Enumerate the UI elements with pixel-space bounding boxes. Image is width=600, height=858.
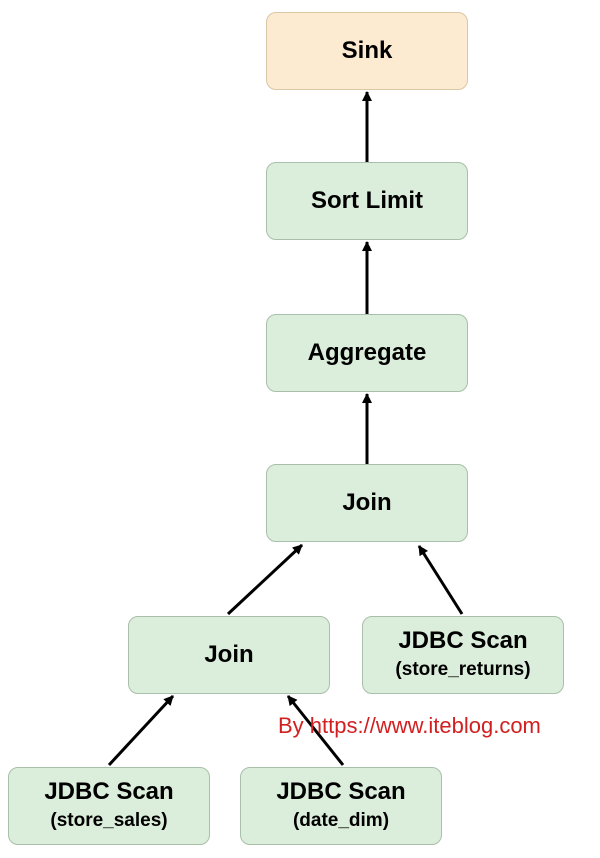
node-sink: Sink: [266, 12, 468, 90]
node-title: JDBC Scan: [398, 627, 528, 654]
node-join-left: Join: [128, 616, 330, 694]
node-jdbc-scan-store-returns: JDBC Scan (store_returns): [362, 616, 564, 694]
edge-scan-returns-to-join-top: [417, 545, 464, 615]
node-subtitle: (store_sales): [50, 810, 168, 831]
node-join-top: Join: [266, 464, 468, 542]
node-jdbc-scan-store-sales: JDBC Scan (store_sales): [8, 767, 210, 845]
node-aggregate: Aggregate: [266, 314, 468, 392]
node-title: Join: [204, 641, 254, 668]
node-subtitle: (store_returns): [395, 659, 531, 680]
edge-scan-datedim-to-join-left: [286, 695, 345, 766]
node-title: JDBC Scan: [44, 778, 174, 805]
node-subtitle: (date_dim): [292, 810, 390, 831]
node-title: Sink: [341, 37, 393, 64]
watermark-text: By https://www.iteblog.com: [278, 713, 541, 738]
node-title: Aggregate: [307, 339, 427, 366]
node-title: Sort Limit: [311, 187, 423, 214]
edge-scan-sales-to-join-left: [107, 694, 175, 767]
node-sort-limit: Sort Limit: [266, 162, 468, 240]
node-title: JDBC Scan: [276, 778, 406, 805]
node-title: Join: [342, 489, 392, 516]
node-jdbc-scan-date-dim: JDBC Scan (date_dim): [240, 767, 442, 845]
edge-join-left-to-join-top: [226, 543, 304, 616]
